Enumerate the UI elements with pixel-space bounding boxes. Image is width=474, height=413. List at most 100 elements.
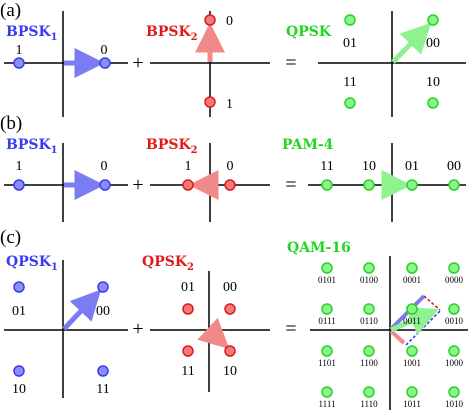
panel-c-qpsk2-vector	[197, 317, 230, 350]
panel-c-qpsk2-point-10	[224, 345, 236, 357]
panel-a-qpsk-point-10	[427, 97, 439, 109]
qam16-point-1011	[406, 386, 418, 398]
qam16-point-0010	[448, 303, 460, 315]
qam16-point-0111	[321, 303, 333, 315]
qam16-bit-label-0101: 0101	[318, 275, 336, 285]
panel-c-label: (c)	[0, 227, 21, 248]
panel-b-pam4-title: PAM-4	[282, 137, 334, 153]
qam16-bit-label-1011: 1011	[403, 399, 421, 409]
panel-c-plus: +	[132, 318, 143, 340]
panel-b-bpsk2-bit-1: 1	[185, 159, 192, 174]
panel-a-qpsk-bit-01: 01	[343, 36, 357, 51]
panel-b-pam4-bit-00: 00	[447, 159, 461, 174]
panel-a-bpsk2-bit-0: 0	[226, 14, 233, 29]
panel-c-qpsk1-bit-11: 11	[96, 382, 109, 397]
panel-c-qpsk1-point-00	[97, 281, 109, 293]
panel-c-qpsk1-point-11	[97, 365, 109, 377]
panel-a-bpsk1-point-0	[99, 57, 111, 69]
panel-a-qpsk-vector	[391, 22, 432, 64]
panel-c-qam16-red-component	[389, 329, 406, 345]
qam16-point-1110	[363, 386, 375, 398]
panel-b-bpsk2-point-0	[224, 179, 236, 191]
qam16-point-0011	[406, 303, 418, 315]
qam16-point-1000	[448, 345, 460, 357]
panel-b-bpsk1-point-1	[13, 179, 25, 191]
panel-b-bpsk2-bit-0: 0	[227, 159, 234, 174]
qam16-bit-label-1001: 1001	[403, 358, 421, 368]
qam16-bit-label-0100: 0100	[360, 275, 379, 285]
qam16-bit-label-1010: 1010	[445, 399, 464, 409]
qam16-bit-label-1111: 1111	[319, 399, 336, 409]
qam16-bit-label-0110: 0110	[360, 316, 378, 326]
qam16-point-0101	[321, 262, 333, 274]
qam16-point-1001	[406, 345, 418, 357]
panel-b-label: (b)	[0, 113, 22, 134]
panel-c-qpsk1-point-10	[13, 365, 25, 377]
qam16-bit-label-1100: 1100	[360, 358, 378, 368]
qam16-bit-label-0010: 0010	[445, 316, 464, 326]
panel-b-bpsk1-point-0	[99, 179, 111, 191]
panel-b-pam4-bit-01: 01	[405, 159, 419, 174]
panel-b-bpsk1-bit-0: 0	[101, 159, 108, 174]
panel-a-qpsk-title: QPSK	[286, 24, 332, 40]
qam16-point-0110	[363, 303, 375, 315]
panel-a-bpsk1-bit-1: 1	[16, 43, 23, 58]
qam16-point-1010	[448, 386, 460, 398]
panel-c-qpsk2-point-01	[182, 303, 194, 315]
panel-a-qpsk-point-01	[344, 14, 356, 26]
panel-a-plus: +	[132, 52, 143, 74]
panel-c-qpsk1-bit-10: 10	[12, 382, 26, 397]
panel-c-qpsk2-point-00	[224, 303, 236, 315]
panel-a-qpsk-bit-10: 10	[426, 75, 440, 90]
panel-a-bpsk2-point-0	[204, 14, 216, 26]
qam16-bit-label-0001: 0001	[403, 275, 421, 285]
panel-c-qpsk1-bit-01: 01	[12, 304, 26, 319]
panel-c-qpsk1-bit-00: 00	[96, 304, 110, 319]
panel-a-bpsk1-title: BPSK1	[6, 24, 58, 43]
panel-a-bpsk1-point-1	[13, 57, 25, 69]
qam16-bit-label-0111: 0111	[318, 316, 335, 326]
panel-b-bpsk1-bit-1: 1	[16, 159, 23, 174]
panel-b-bpsk2-point-1	[182, 179, 194, 191]
panel-c-qam16-title: QAM-16	[287, 240, 351, 256]
panel-b-pam4-bit-11: 11	[320, 159, 333, 174]
qam16-bit-label-1110: 1110	[360, 399, 378, 409]
panel-b-pam4-point-01	[406, 179, 418, 191]
panel-a-label: (a)	[0, 0, 21, 21]
panel-a-qpsk-point-11	[344, 97, 356, 109]
panel-c-qpsk2-bit-00: 00	[223, 280, 237, 295]
qam16-bit-label-1101: 1101	[318, 358, 336, 368]
panel-a-bpsk2-bit-1: 1	[226, 97, 233, 112]
qam16-bit-label-1000: 1000	[445, 358, 464, 368]
panel-c-qpsk1-vector	[62, 289, 102, 331]
panel-c-qpsk2-bit-01: 01	[181, 280, 195, 295]
panel-c-qam16-sum-vector	[389, 307, 439, 335]
panel-a-bpsk2-point-1	[204, 96, 216, 108]
panel-b-pam4-point-00	[448, 179, 460, 191]
qam16-bit-label-0000: 0000	[445, 275, 464, 285]
panel-b-pam4-point-10	[363, 179, 375, 191]
panel-b-equals: =	[285, 174, 296, 196]
qam16-point-1100	[363, 345, 375, 357]
qam16-point-0001	[406, 262, 418, 274]
panel-a-qpsk-bit-00: 00	[426, 36, 440, 51]
panel-c: (c) QPSK1 01 00 10 11 + QPSK2 01 00 11 1…	[0, 227, 468, 410]
qam16-point-1101	[321, 345, 333, 357]
panel-a-qpsk-bit-11: 11	[343, 75, 356, 90]
panel-b: (b) BPSK1 1 0 + BPSK2 1 0 = PAM-4 11 10 …	[0, 113, 466, 222]
panel-a-bpsk1-bit-0: 0	[101, 43, 108, 58]
panel-c-qam16-red-dashed	[423, 295, 441, 311]
qam16-point-0000	[448, 262, 460, 274]
panel-b-pam4-bit-10: 10	[362, 159, 376, 174]
panel-a-bpsk2-title: BPSK2	[146, 24, 198, 43]
panel-c-qpsk1-point-01	[13, 281, 25, 293]
panel-c-qpsk2-point-11	[182, 345, 194, 357]
panel-a-equals: =	[285, 52, 296, 74]
panel-b-plus: +	[132, 174, 143, 196]
panel-c-qpsk2-bit-11: 11	[181, 364, 194, 379]
panel-a: (a) BPSK1 1 0 + BPSK2 0 1 = QPSK 01 00 1…	[0, 0, 466, 117]
panel-b-bpsk2-title: BPSK2	[146, 137, 198, 156]
qam16-point-1111	[321, 386, 333, 398]
